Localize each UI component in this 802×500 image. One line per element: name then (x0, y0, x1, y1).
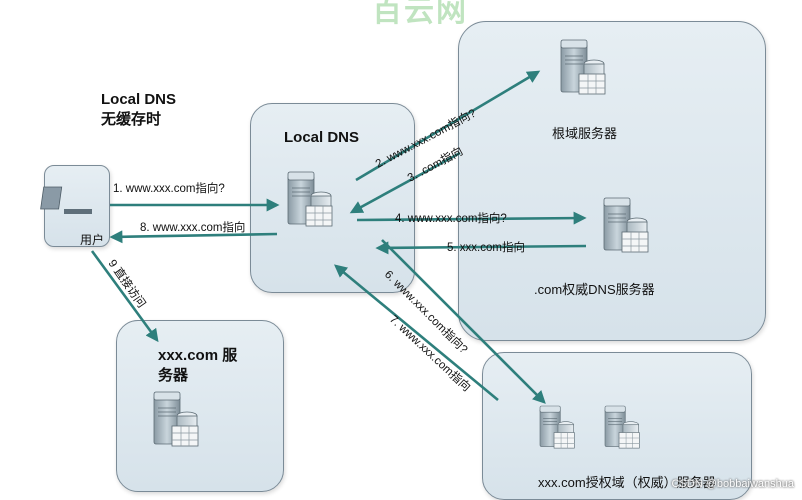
auth-server-icon-2 (604, 405, 640, 449)
step-5-text: 5. xxx.com指向 (447, 242, 525, 254)
arrow-step-9 (90, 250, 159, 343)
root-server-icon (560, 39, 606, 95)
watermark-top: 百云网 (372, 0, 468, 28)
arrow-step-5 (375, 241, 587, 255)
auth-server-icon-1 (539, 405, 575, 449)
root-server-label: 根域服务器 (552, 126, 618, 141)
arrow-step-6 (381, 239, 546, 404)
tld-server-icon (603, 197, 649, 253)
step-9-text: 9 直接访问 (106, 257, 149, 311)
step-8-text: 8. www.xxx.com指向 (140, 222, 246, 234)
caption-line1: Local DNS (101, 91, 177, 108)
arrow-step-8 (109, 230, 278, 244)
dns-servers-box (458, 21, 766, 341)
caption-local-dns: Local DNS 无缓存时 (101, 90, 176, 130)
web-server-icon (153, 391, 199, 447)
step-2-text: 2. www.xxx.com指向? (373, 106, 478, 171)
web-server-label-line1: xxx.com 服 (158, 347, 238, 364)
web-server-box (116, 320, 284, 492)
web-server-label: xxx.com 服 务器 (158, 346, 237, 386)
laptop-icon (40, 186, 92, 214)
arrow-step-7 (333, 264, 499, 402)
arrow-step-2 (355, 70, 541, 182)
tld-server-label: .com权威DNS服务器 (534, 282, 655, 297)
local-dns-label: Local DNS (284, 129, 360, 146)
watermark-bottom: CSDN @bobbaiwanshua (671, 478, 794, 490)
auth-server-label: xxx.com授权域（权威）服务器 (538, 475, 716, 490)
web-server-label-line2: 务器 (158, 367, 189, 384)
step-1-text: 1. www.xxx.com指向? (113, 183, 225, 195)
local-dns-box (250, 103, 415, 293)
local-dns-server-icon (287, 171, 333, 227)
user-label: 用户 (80, 233, 105, 247)
arrow-step-3 (349, 151, 461, 214)
arrow-step-4 (356, 211, 587, 225)
caption-line2: 无缓存时 (101, 111, 162, 128)
step-4-text: 4. www.xxx.com指向? (395, 213, 507, 225)
